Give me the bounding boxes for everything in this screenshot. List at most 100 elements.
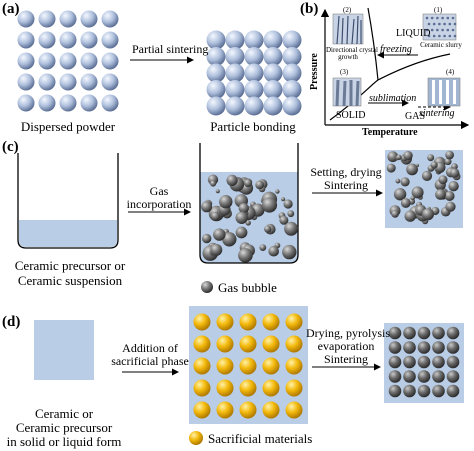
slurry-particle — [430, 16, 434, 20]
replica-pore — [417, 326, 431, 340]
slurry-particle — [427, 34, 431, 38]
sacrificial-spheres — [193, 313, 303, 419]
solid-label: SOLID — [336, 110, 366, 121]
powder-particle — [17, 52, 35, 70]
ceramic-caption-line2: Ceramic precursor — [15, 420, 113, 435]
slurry-particle — [438, 34, 441, 38]
powder-particle — [101, 94, 119, 112]
pore — [445, 150, 454, 160]
pore — [387, 151, 399, 163]
sublimation-curve — [329, 79, 379, 121]
sacrificial-sphere — [285, 357, 303, 375]
slurry-particle — [446, 16, 450, 20]
slurry-particle — [453, 22, 457, 26]
pore — [395, 178, 401, 184]
directional-growth-label-1: Directional crystal — [326, 46, 378, 54]
pore — [427, 154, 435, 162]
bonded-particle — [282, 63, 302, 83]
replica-pore — [388, 384, 402, 398]
powder-particle — [80, 94, 98, 112]
melting-curve — [367, 7, 379, 81]
powder-particle — [101, 52, 119, 70]
replica-pore — [446, 370, 460, 383]
slurry-particle — [425, 16, 429, 20]
gas-bubble — [264, 225, 272, 233]
particle-bonding-caption: Particle bonding — [210, 119, 296, 134]
replica-pore — [403, 326, 416, 340]
replica-pore — [417, 384, 431, 398]
bonded-particle — [206, 30, 226, 50]
addition-line2: sacrificial phase — [111, 354, 189, 368]
gas-bubble — [284, 221, 299, 236]
gas-bubble — [268, 245, 280, 257]
replica-pore — [446, 355, 460, 369]
sintering-label-b: sintering — [419, 108, 455, 119]
sacrificial-sphere — [193, 379, 211, 397]
slurry-particle — [446, 28, 450, 32]
slurry-particle — [427, 22, 431, 26]
replica-pore — [403, 355, 416, 369]
slurry-particle — [436, 28, 439, 32]
bonded-particle — [206, 63, 226, 83]
sacrificial-sphere — [285, 401, 303, 419]
pore — [406, 163, 418, 176]
ceramic-suspension-liquid — [19, 220, 117, 247]
drying-line3: Sintering — [324, 352, 368, 366]
replica-pore — [446, 341, 460, 354]
bonded-particle — [263, 30, 283, 50]
pore — [391, 210, 399, 218]
stage-2-number: (2) — [343, 6, 352, 14]
bonded-particle — [244, 63, 264, 83]
gas-bubble — [215, 189, 220, 194]
bonded-particle — [206, 80, 226, 99]
vaporization-curve — [377, 53, 451, 81]
gas-incorporation-line1: Gas — [149, 184, 169, 198]
directional-growth-label-2: growth — [338, 53, 358, 61]
gas-bubble — [202, 233, 212, 244]
sacrificial-sphere — [239, 401, 257, 419]
sacrificial-sphere — [285, 313, 303, 331]
slurry-particle — [438, 22, 441, 26]
sacrificial-sphere — [216, 401, 234, 419]
sacrificial-sphere — [262, 335, 280, 353]
slurry-particle — [425, 28, 429, 32]
sacrificial-sphere — [239, 313, 257, 331]
replica-pore — [403, 370, 416, 383]
powder-particle — [38, 31, 56, 49]
sacrificial-sphere — [262, 379, 280, 397]
gas-bubble — [238, 248, 253, 263]
sacrificial-sphere — [285, 379, 303, 397]
slurry-particle — [451, 28, 455, 32]
sacrificial-sphere — [193, 401, 211, 419]
sacrificial-sphere — [239, 335, 257, 353]
powder-particle — [17, 31, 35, 49]
pore — [404, 210, 416, 222]
slurry-particle — [448, 22, 452, 26]
sacrificial-sphere — [239, 357, 257, 375]
replica-pore — [388, 341, 402, 354]
gas-bubble — [283, 199, 293, 209]
temperature-label: Temperature — [362, 127, 418, 138]
slurry-particle — [448, 34, 452, 38]
pore — [444, 158, 452, 166]
powder-particle — [80, 52, 98, 70]
bonded-particle — [225, 96, 245, 116]
gas-bubble — [210, 180, 217, 187]
dispersed-powder-caption: Dispersed powder — [20, 119, 116, 134]
pore — [386, 163, 396, 173]
bonded-particle — [263, 96, 283, 116]
precursor-caption-line1: Ceramic precursor or — [14, 258, 126, 273]
pores — [386, 150, 461, 225]
gas-bubble — [210, 243, 223, 256]
powder-particle — [101, 73, 119, 91]
ceramic-caption-line3: in solid or liquid form — [6, 434, 122, 449]
powder-particle — [80, 73, 98, 91]
bonded-particle — [206, 47, 226, 66]
bonded-particle — [244, 30, 264, 50]
pore — [411, 186, 424, 199]
pore — [438, 175, 448, 185]
powder-particle — [38, 10, 56, 28]
sacrificial-sphere — [193, 313, 211, 331]
pore — [435, 189, 446, 200]
